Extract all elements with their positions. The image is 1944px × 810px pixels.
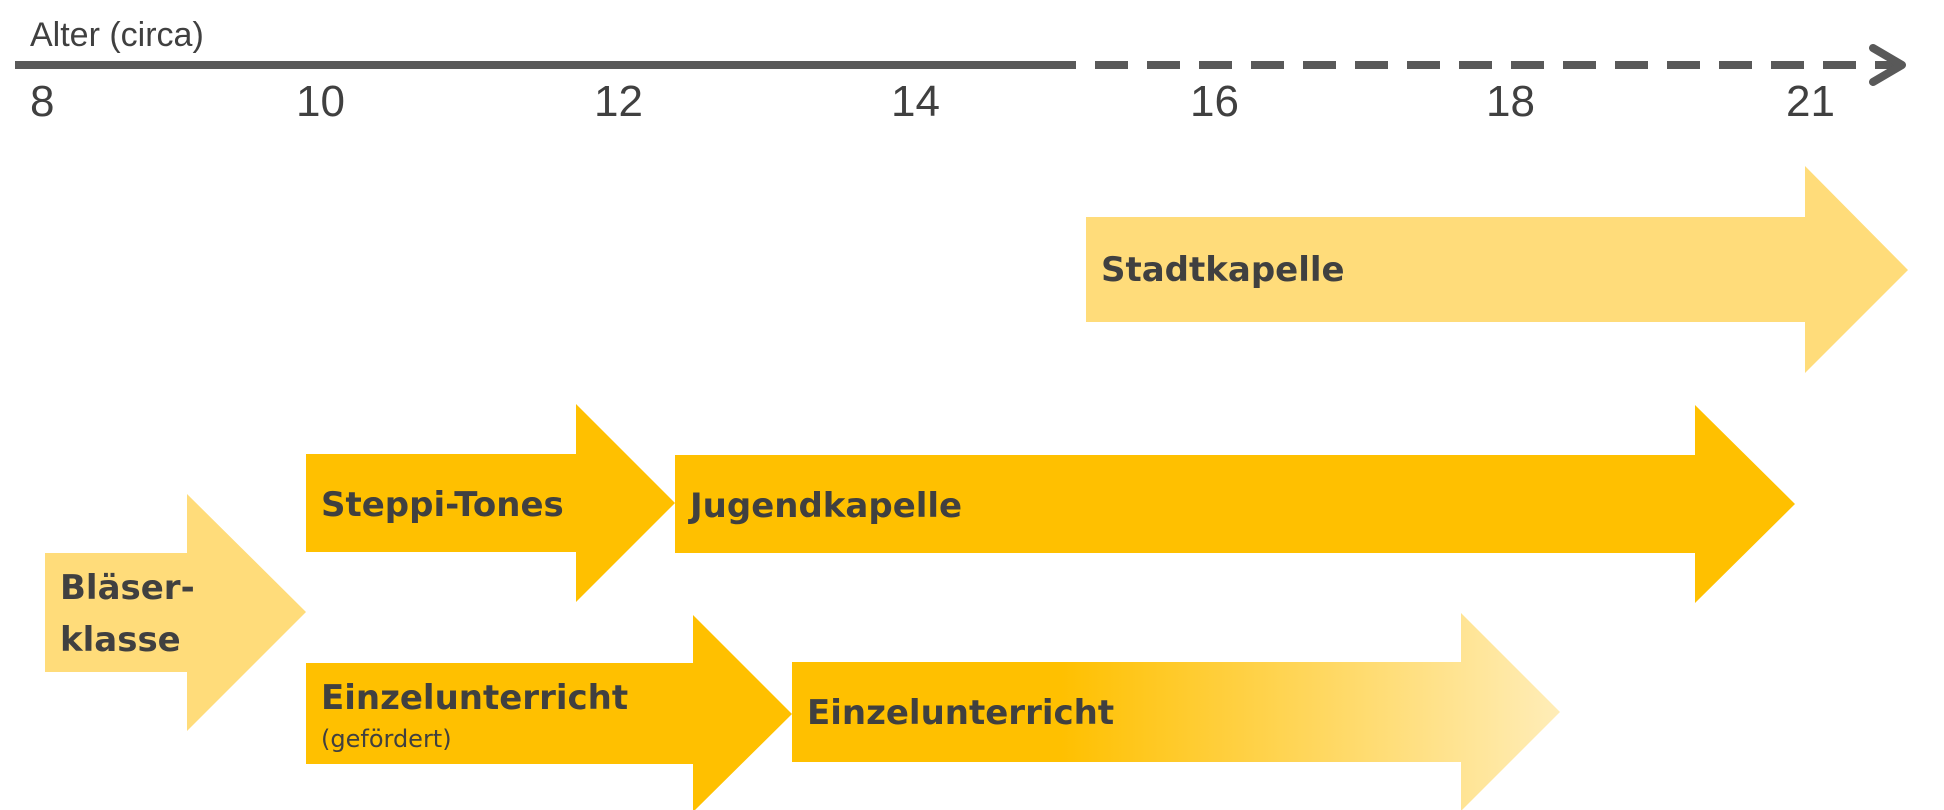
- arrow-blaeserklasse-label-line1: Bläser-: [60, 568, 195, 608]
- arrow-stadtkapelle: Stadtkapelle: [1086, 166, 1908, 373]
- arrow-blaeserklasse-label-line2: klasse: [60, 620, 181, 660]
- arrow-jugendkapelle-label: Jugendkapelle: [688, 486, 962, 526]
- tick-label-8: 8: [30, 77, 54, 126]
- arrow-jugendkapelle-shape: [675, 405, 1795, 603]
- arrow-einzelunterricht-shape: [792, 613, 1560, 810]
- age-axis: Alter (circa) 8 10 12 14 16 18 21: [15, 16, 1906, 126]
- tick-label-12: 12: [594, 77, 643, 126]
- tick-label-18: 18: [1486, 77, 1535, 126]
- tick-label-10: 10: [296, 77, 345, 126]
- tick-label-14: 14: [891, 77, 940, 126]
- axis-title: Alter (circa): [30, 16, 204, 54]
- arrow-steppi-tones: Steppi-Tones: [306, 404, 675, 602]
- arrow-steppi-tones-label: Steppi-Tones: [321, 485, 564, 525]
- arrow-blaeserklasse: Bläser- klasse: [45, 494, 306, 731]
- arrow-stadtkapelle-label: Stadtkapelle: [1101, 250, 1345, 290]
- arrow-steppi-tones-shape: [306, 404, 675, 602]
- tick-label-21: 21: [1786, 77, 1835, 126]
- arrow-einzelunterricht-gefoerdert-shape: [306, 615, 792, 810]
- arrow-einzelunterricht-gefoerdert-label: Einzelunterricht: [321, 678, 628, 718]
- arrow-einzelunterricht-gefoerdert: Einzelunterricht (gefördert): [306, 615, 792, 810]
- arrow-einzelunterricht-gefoerdert-sublabel: (gefördert): [321, 725, 452, 753]
- arrow-blaeserklasse-shape: [45, 494, 306, 731]
- arrow-einzelunterricht-label: Einzelunterricht: [807, 693, 1114, 733]
- axis-arrowhead: [1869, 44, 1906, 86]
- arrow-stadtkapelle-shape: [1086, 166, 1908, 373]
- tick-label-16: 16: [1190, 77, 1239, 126]
- arrow-jugendkapelle: Jugendkapelle: [675, 405, 1795, 603]
- arrow-einzelunterricht: Einzelunterricht: [792, 613, 1560, 810]
